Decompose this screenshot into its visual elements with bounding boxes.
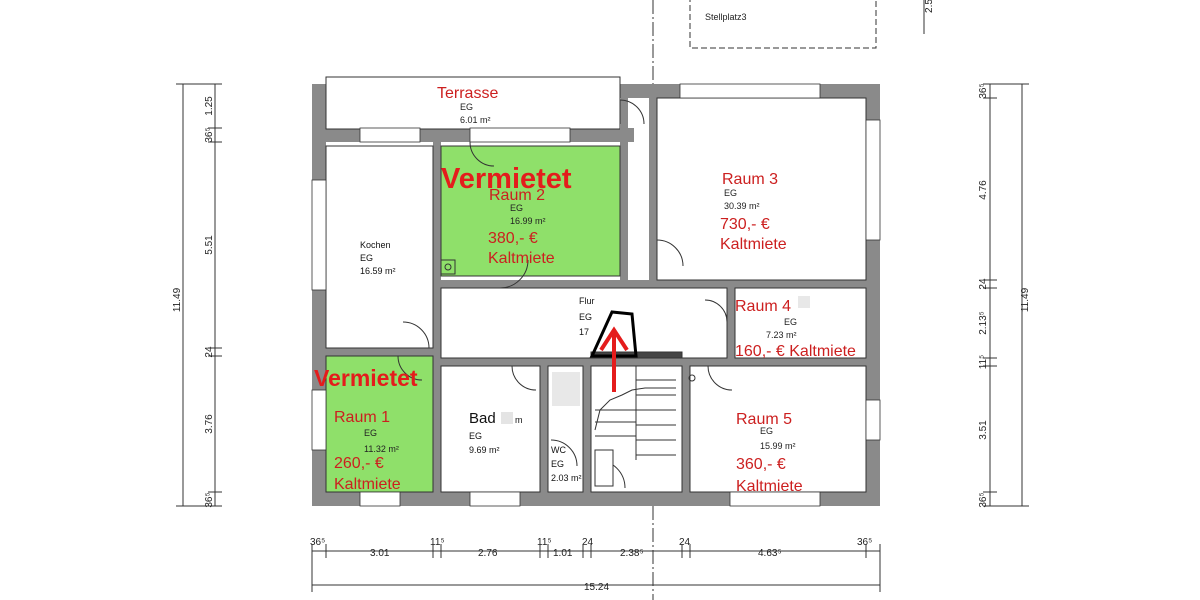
raum1-area-label: 11.32 m² [364,444,399,454]
wc-area-label: 2.03 m² [551,473,582,483]
raum2-rent: Kaltmiete [488,250,555,267]
left-dimensions [176,83,222,507]
raum4-level: EG [784,317,797,327]
left-dim-5: 3.76 [204,414,215,434]
raum2-name: Raum 2 [489,187,545,204]
raum3-rent: Kaltmiete [720,236,787,253]
right-dim-5: 11⁵ [978,355,989,370]
bad-suffix: m [515,415,523,425]
parking-outline [689,0,877,49]
raum1-price: 260,- € [334,455,384,472]
left-total-dim: 11.49 [172,287,183,312]
wc-level: EG [551,459,564,469]
bottom-top-6: 36⁵ [857,537,872,548]
bottom-top-2: 11⁵ [430,537,445,548]
raum3-area-label: 30.39 m² [724,201,760,211]
left-dim-2: 36⁵ [204,127,215,142]
raum1-level: EG [364,428,377,438]
bottom-mid-3: 1.01 [553,548,573,559]
right-dim-4: 2.13⁵ [978,311,989,335]
raum4-name: Raum 4 [735,298,791,315]
left-dim-1: 1.25 [204,96,215,116]
kochen-level: EG [360,253,373,263]
raum2-status: Vermietet [441,163,572,195]
raum1-name: Raum 1 [334,409,390,426]
right-dim-7: 36⁵ [978,492,989,507]
bottom-mid-1: 3.01 [370,548,390,559]
bottom-dimensions [311,544,881,592]
bottom-total-dim: 15.24 [584,582,609,593]
raum3-name: Raum 3 [722,171,778,188]
left-dim-6: 36⁵ [204,492,215,507]
bottom-top-5: 24 [679,537,691,548]
left-dim-4: 24 [204,346,215,358]
raum4-price-line: 160,- € Kaltmiete [735,343,856,360]
raum3-area [656,97,867,281]
terrasse-level: EG [460,102,473,112]
raum2-price: 380,- € [488,230,538,247]
kochen-area [325,145,434,349]
top-right-cut-dim: 2.5 [924,0,935,13]
raum4-area-label: 7.23 m² [766,330,797,340]
bottom-mid-2: 2.76 [478,548,498,559]
drain-icon [440,259,456,275]
raum3-price: 730,- € [720,216,770,233]
flur-area-label: 17 [579,327,589,337]
bad-name: Bad [469,410,496,427]
flur-area [440,287,728,359]
parking-label: Stellplatz3 [705,12,747,22]
right-dim-6: 3.51 [978,420,989,440]
bottom-mid-5: 4.63⁵ [758,548,782,559]
raum2-area [440,145,621,277]
raum5-name: Raum 5 [736,411,792,428]
bottom-top-3: 11⁵ [537,537,552,548]
right-dimensions [983,83,1029,507]
kochen-area-label: 16.59 m² [360,266,396,276]
terrasse-area [325,76,621,130]
left-dim-3: 5.51 [204,235,215,255]
raum2-area-label: 16.99 m² [510,216,546,226]
interior-walls [326,98,866,494]
raum5-level: EG [760,426,773,436]
terrasse-area-label: 6.01 m² [460,115,491,125]
right-total-dim: 11.49 [1020,287,1031,312]
raum3-level: EG [724,188,737,198]
raum1-status: Vermietet [314,365,418,391]
kochen-name: Kochen [360,240,391,250]
highlight-outline [589,310,638,358]
arrow-up-icon [599,326,629,392]
flur-name: Flur [579,296,595,306]
bottom-mid-4: 2.38⁵ [620,548,644,559]
bad-area [440,365,541,493]
blur-patch [552,372,580,406]
raum5-price: 360,- € [736,456,786,473]
blur-patch-bad [501,412,513,424]
bad-level: EG [469,431,482,441]
bad-area-label: 9.69 m² [469,445,500,455]
bottom-top-1: 36⁵ [310,537,325,548]
terrasse-name: Terrasse [437,85,498,102]
flur-level: EG [579,312,592,322]
bottom-top-4: 24 [582,537,594,548]
windows [311,83,881,507]
right-dim-3: 24 [978,278,989,290]
raum5-area-label: 15.99 m² [760,441,796,451]
raum5-rent: Kaltmiete [736,478,803,495]
blur-patch-raum4 [798,296,810,308]
wc-name: WC [551,445,566,455]
right-dim-2: 4.76 [978,180,989,200]
right-dim-1: 36⁵ [978,83,989,98]
raum1-rent: Kaltmiete [334,476,401,493]
raum2-level: EG [510,203,523,213]
